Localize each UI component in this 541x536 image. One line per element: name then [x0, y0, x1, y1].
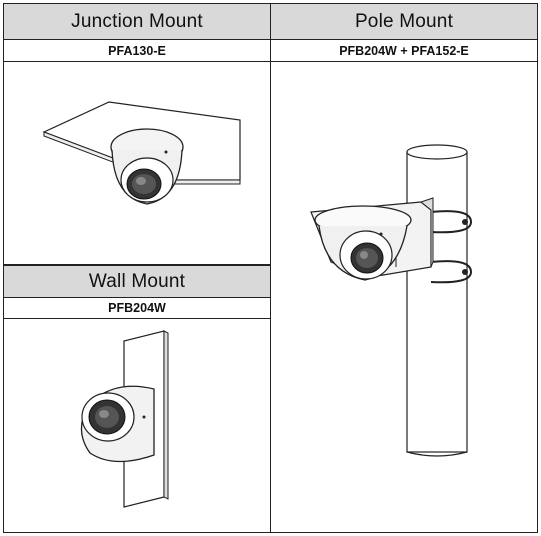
- wall-mount-model-row: PFB204W: [3, 298, 271, 319]
- wall-mount-header: Wall Mount: [3, 265, 271, 298]
- junction-mount-header: Junction Mount: [3, 3, 271, 40]
- pole-mount-model: PFB204W + PFA152-E: [339, 43, 469, 58]
- wall-mount-title: Wall Mount: [88, 270, 186, 292]
- wall-mount-model: PFB204W: [108, 301, 166, 315]
- pole-mount-image-cell: [271, 62, 538, 533]
- pole-mount-title: Pole Mount: [354, 10, 454, 32]
- junction-mount-illustration: [42, 101, 241, 205]
- wall-mount-image-cell: [3, 319, 271, 533]
- junction-mount-model: PFA130-E: [108, 43, 166, 58]
- pole-mount-model-row: PFB204W + PFA152-E: [271, 40, 538, 62]
- pole-mount-illustration: [310, 144, 473, 457]
- wall-mount-illustration: [80, 330, 169, 508]
- junction-mount-model-row: PFA130-E: [3, 40, 271, 62]
- junction-mount-image-cell: [3, 62, 271, 265]
- pole-mount-header: Pole Mount: [271, 3, 538, 40]
- junction-mount-title: Junction Mount: [71, 10, 203, 32]
